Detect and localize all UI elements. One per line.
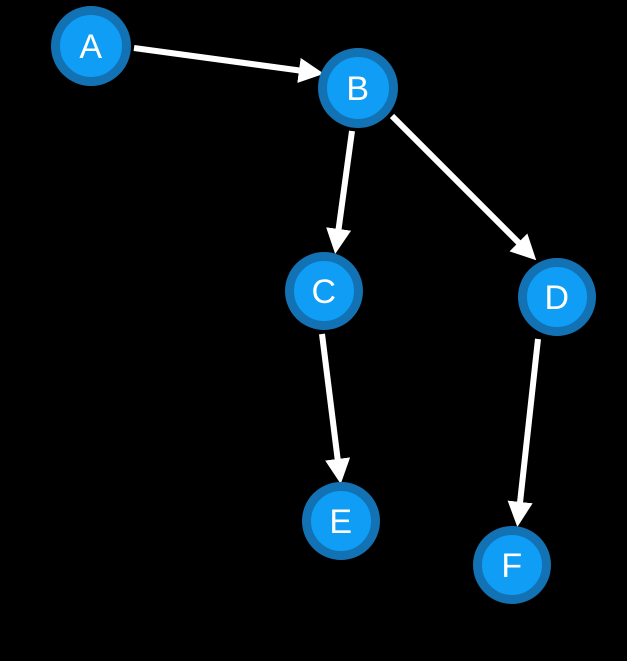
graph-node-a[interactable]: A [51,6,131,86]
node-label-b: B [346,70,369,108]
node-circle-d [518,258,596,336]
graph-node-e[interactable]: E [302,482,380,560]
graph-edge-b-to-c [326,130,355,254]
edges-layer [133,45,541,527]
node-label-c: C [311,273,336,311]
node-circle-a [51,6,131,86]
node-circle-e [302,482,380,560]
graph-node-f[interactable]: F [473,526,551,604]
node-circle-f [473,526,551,604]
node-label-a: A [79,28,102,66]
node-circle-c [285,252,363,330]
graph-node-c[interactable]: C [285,252,363,330]
graph-edge-b-to-d [389,113,537,261]
node-label-f: F [501,547,522,585]
node-label-d: D [544,279,569,317]
graph-edge-a-to-b [133,45,324,83]
graph-node-b[interactable]: B [318,48,398,128]
graph-edge-c-to-e [319,333,351,484]
graph-node-d[interactable]: D [518,258,596,336]
node-circle-b [318,48,398,128]
node-label-e: E [329,503,352,541]
graph-edge-d-to-f [507,338,541,527]
nodes-layer: A B C D E F [51,6,596,604]
